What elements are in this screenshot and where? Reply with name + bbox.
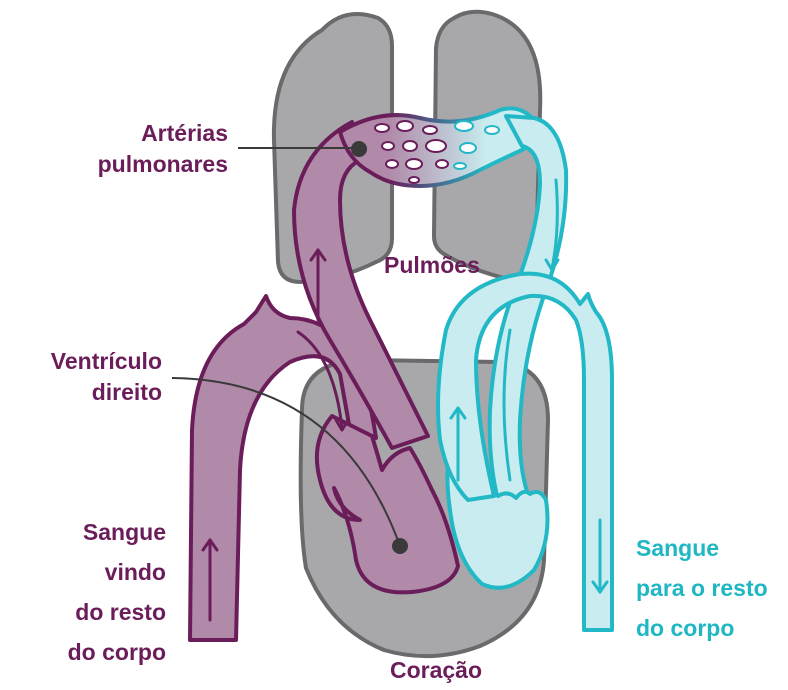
- label-pulmoes: Pulmões: [384, 250, 480, 281]
- label-arterias-line-2: pulmonares: [60, 149, 228, 180]
- label-arterias-pulmonares: Artérias pulmonares: [60, 118, 228, 180]
- label-sangue-para-line-2: para o resto: [636, 568, 768, 608]
- label-coracao: Coração: [366, 655, 506, 686]
- label-arterias-line-1: Artérias: [60, 118, 228, 149]
- label-sangue-vindo: Sangue vindo do resto do corpo: [40, 512, 166, 672]
- label-sangue-para-line-1: Sangue: [636, 528, 768, 568]
- label-ventriculo-direito: Ventrículo direito: [8, 346, 162, 408]
- label-sangue-vindo-line-1: Sangue: [40, 512, 166, 552]
- label-sangue-vindo-line-4: do corpo: [40, 632, 166, 672]
- label-sangue-vindo-line-2: vindo: [40, 552, 166, 592]
- label-sangue-para: Sangue para o resto do corpo: [636, 528, 768, 648]
- label-sangue-vindo-line-3: do resto: [40, 592, 166, 632]
- label-sangue-para-line-3: do corpo: [636, 608, 768, 648]
- label-ventriculo-line-2: direito: [8, 377, 162, 408]
- label-ventriculo-line-1: Ventrículo: [8, 346, 162, 377]
